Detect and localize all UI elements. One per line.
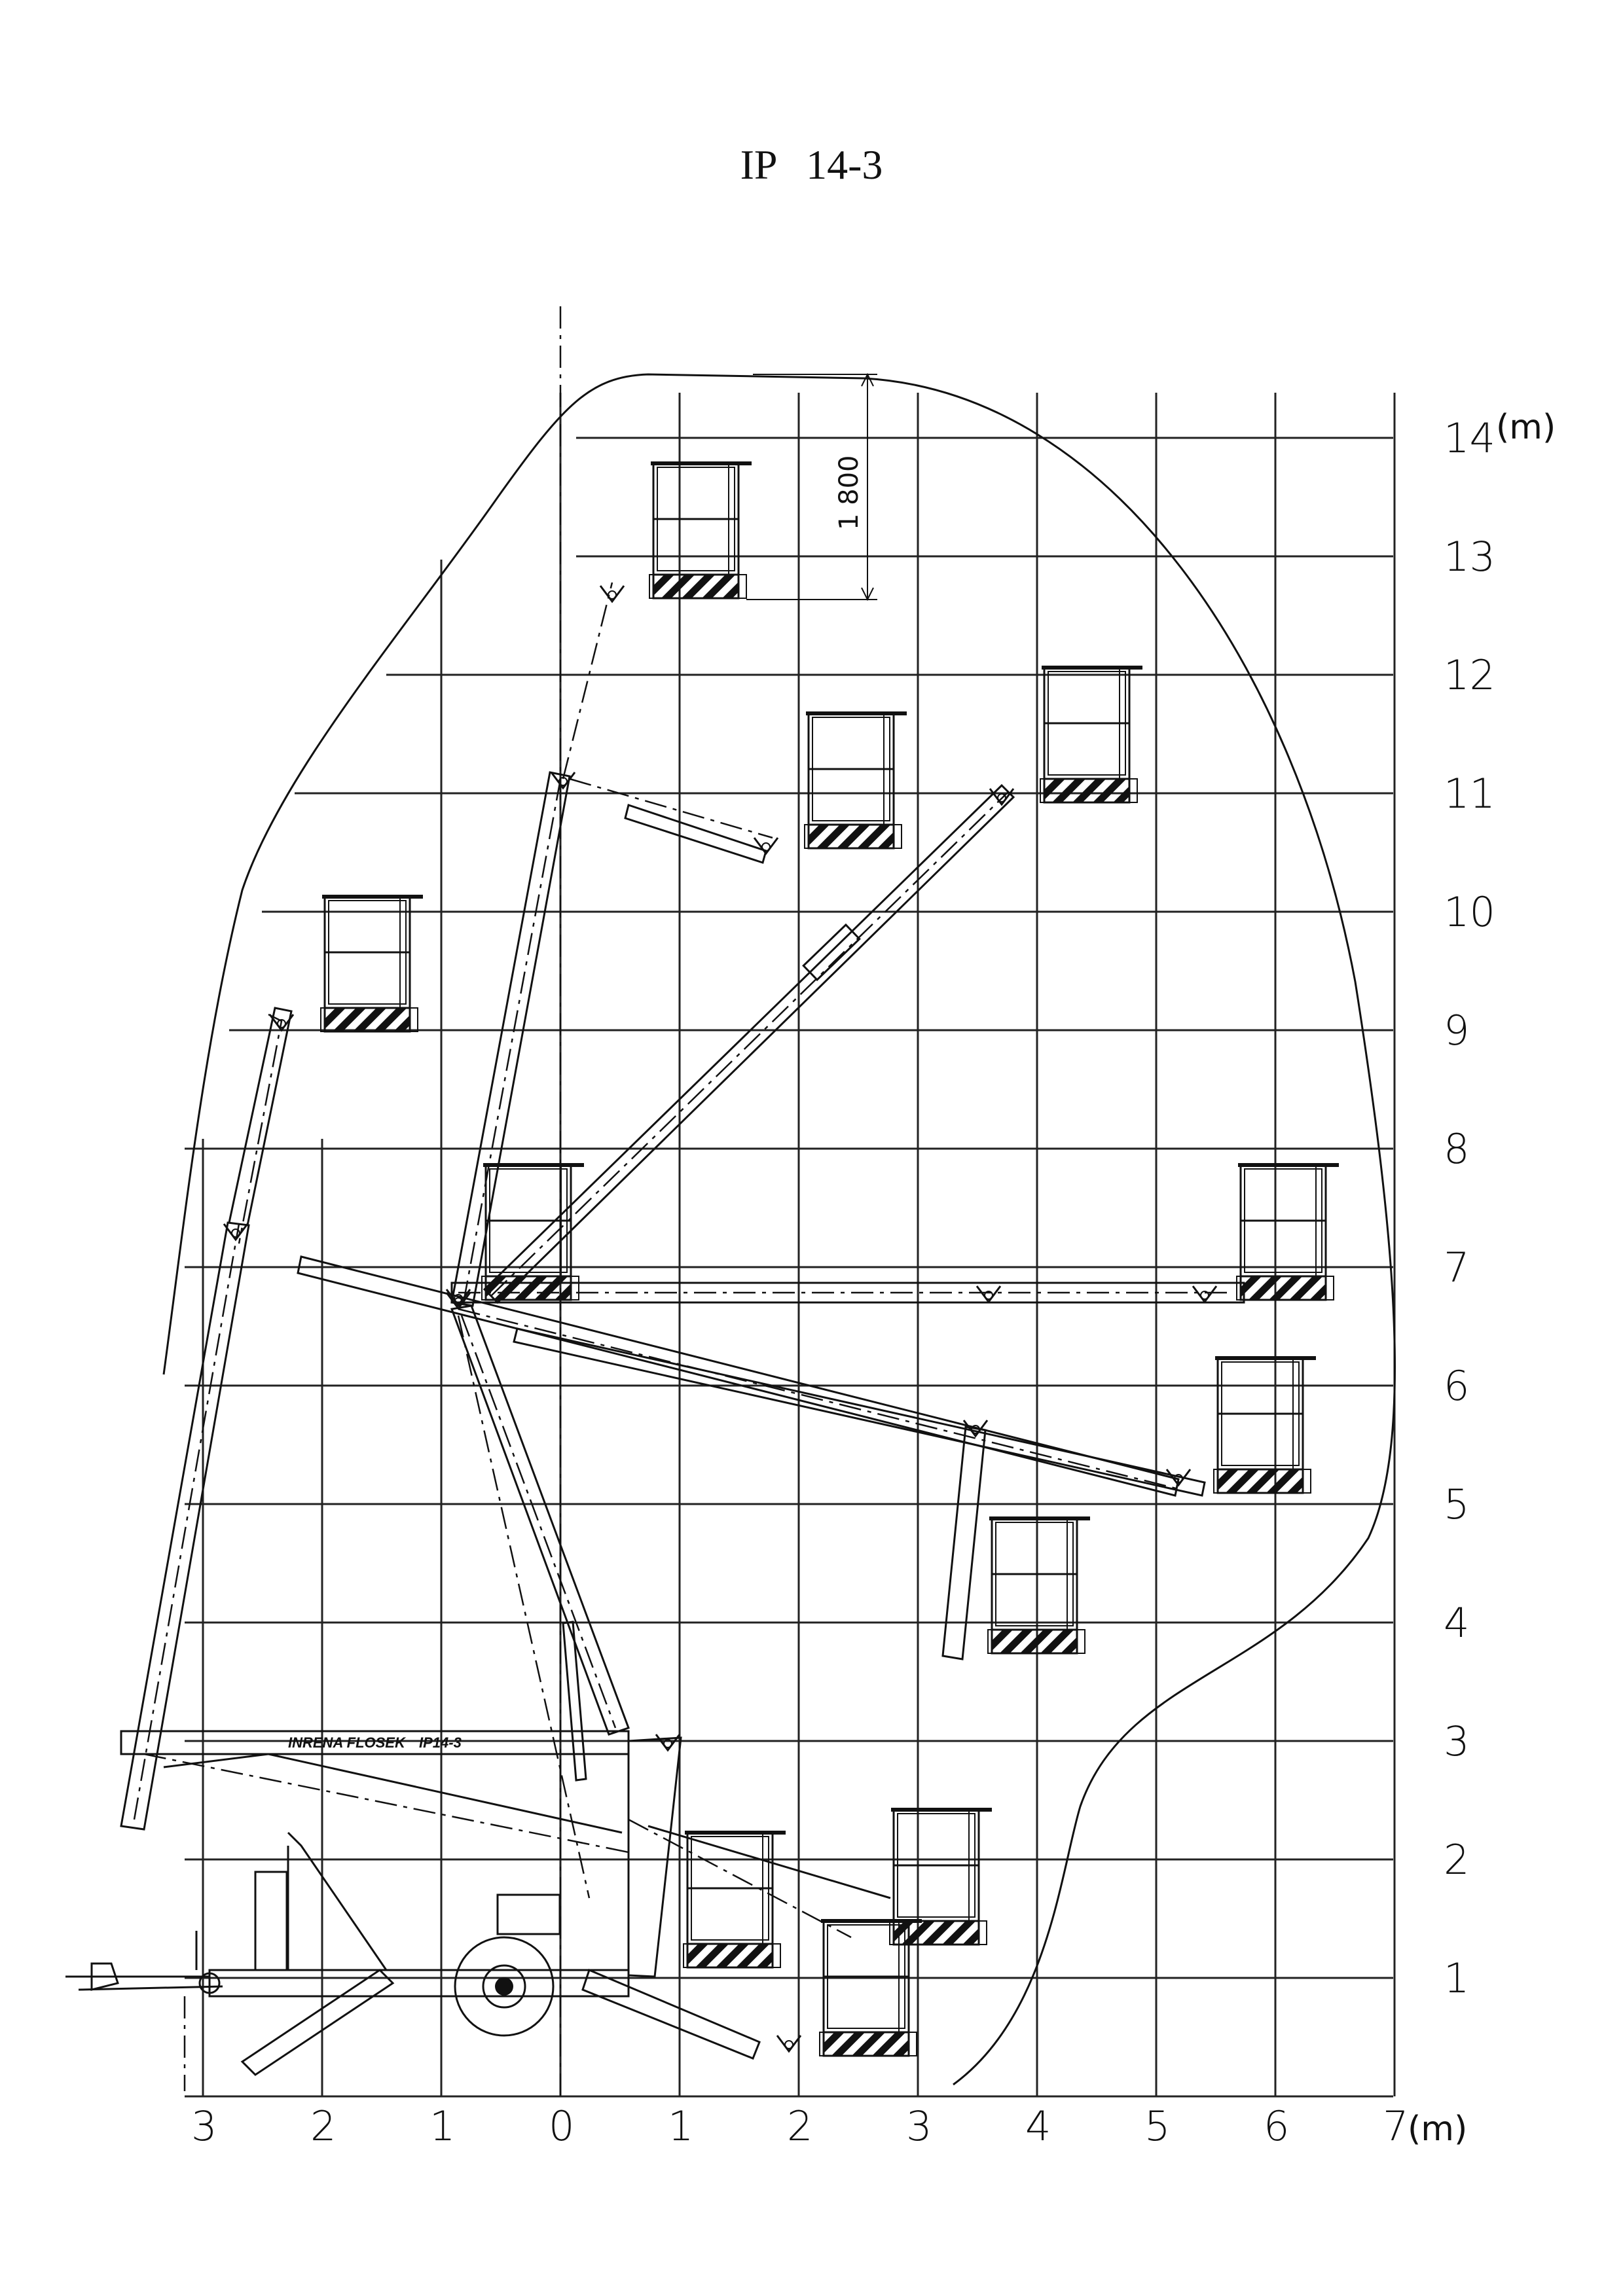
y-tick-label: 13 (1444, 533, 1495, 581)
y-tick-label: 14 (1444, 414, 1495, 462)
y-tick-label: 1 (1444, 1954, 1469, 2002)
grid (185, 393, 1396, 2098)
x-tick-label: 1 (668, 2102, 693, 2150)
platform-14m (649, 463, 752, 598)
platform-9m (321, 897, 423, 1031)
x-tick-label: 7 (1383, 2102, 1408, 2150)
x-tick-label: 2 (310, 2102, 336, 2150)
y-tick-label: 8 (1444, 1125, 1469, 1173)
machine-model: IP14-3 (419, 1734, 462, 1751)
x-tick-label: 3 (906, 2102, 932, 2150)
x-tick-label: 0 (549, 2102, 574, 2150)
y-tick-label: 3 (1444, 1717, 1469, 1765)
x-tick-label: 5 (1144, 2102, 1170, 2150)
x-tick-label: 6 (1264, 2102, 1289, 2150)
y-tick-label: 7 (1444, 1244, 1469, 1291)
x-tick-label: 2 (787, 2102, 812, 2150)
height-dimension: 1 800 (746, 372, 877, 601)
y-tick-label: 6 (1444, 1362, 1469, 1410)
platform-7m-b (1237, 1165, 1339, 1300)
dimension-value: 1 800 (834, 455, 864, 530)
x-axis-labels: 3 2 1 0 1 2 3 4 5 6 7 (191, 2102, 1408, 2150)
working-envelope (162, 373, 1396, 2086)
y-tick-label: 9 (1444, 1007, 1469, 1054)
platform-5m (1214, 1358, 1316, 1493)
y-tick-label: 2 (1444, 1836, 1469, 1884)
y-axis-unit: (m) (1496, 408, 1556, 447)
platform-1m (684, 1833, 786, 1967)
y-tick-label: 5 (1444, 1480, 1469, 1528)
boom-positions: INRENA FLOSEK IP14-3 (120, 582, 1245, 2053)
platform-4m (988, 1518, 1090, 1653)
platform-11m-b (1040, 668, 1142, 802)
machine-brand: INRENA FLOSEK (288, 1734, 407, 1751)
work-platforms (321, 463, 1339, 2056)
y-tick-label: 4 (1444, 1599, 1469, 1647)
x-tick-label: 4 (1025, 2102, 1051, 2150)
diagram-title: IP 14-3 (740, 141, 883, 188)
x-tick-label: 3 (191, 2102, 217, 2150)
x-tick-label: 1 (429, 2102, 455, 2150)
y-tick-label: 10 (1444, 888, 1495, 936)
platform-11m-a (805, 713, 907, 848)
trailer-chassis (65, 1831, 761, 2091)
x-axis-unit: (m) (1408, 2109, 1467, 2149)
y-tick-label: 12 (1444, 651, 1495, 699)
y-tick-label: 11 (1444, 770, 1495, 817)
